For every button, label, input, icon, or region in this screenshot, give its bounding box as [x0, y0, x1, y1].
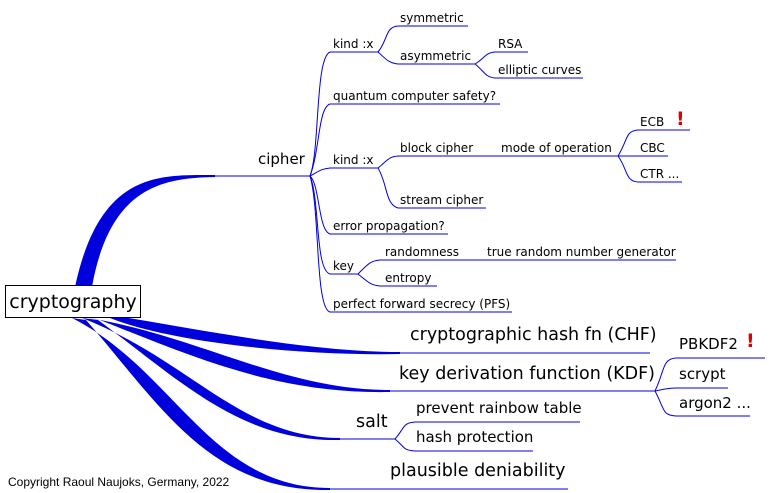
node-key: key — [333, 259, 355, 273]
node-mode-of-operation: mode of operation — [501, 141, 612, 155]
node-stream-cipher: stream cipher — [400, 193, 484, 207]
node-ecb: ECB — [640, 115, 665, 129]
node-scrypt: scrypt — [679, 365, 726, 383]
node-quantum: quantum computer safety? — [333, 89, 497, 103]
node-kdf: key derivation function (KDF) — [399, 364, 656, 384]
node-hash-protection: hash protection — [416, 428, 534, 446]
edge-chf — [90, 312, 400, 355]
node-pbkdf2: PBKDF2 — [679, 335, 738, 353]
node-plausible-deniability: plausible deniability — [390, 461, 566, 481]
edge-kdf — [78, 316, 390, 393]
node-pfs: perfect forward secrecy (PFS) — [333, 297, 511, 311]
node-entropy: entropy — [385, 271, 432, 285]
node-rsa: RSA — [498, 37, 523, 51]
node-kind-1: kind :x — [333, 37, 374, 51]
node-asymmetric: asymmetric — [400, 49, 472, 63]
node-error-propagation: error propagation? — [333, 219, 445, 233]
exclamation-icon: ! — [746, 330, 755, 352]
node-cbc: CBC — [640, 141, 665, 155]
node-salt: salt — [356, 412, 388, 432]
node-prevent-rainbow: prevent rainbow table — [416, 399, 582, 417]
node-symmetric: symmetric — [400, 11, 464, 25]
node-argon2: argon2 ... — [679, 394, 751, 412]
node-block-cipher: block cipher — [400, 141, 474, 155]
exclamation-icon: ! — [676, 108, 685, 130]
node-cipher: cipher — [258, 150, 305, 168]
edge-cipher — [75, 174, 215, 287]
node-elliptic-curves: elliptic curves — [498, 63, 582, 77]
copyright-text: Copyright Raoul Naujoks, Germany, 2022 — [8, 475, 230, 489]
node-trng: true random number generator — [487, 245, 676, 259]
node-randomness: randomness — [385, 245, 460, 259]
node-ctr: CTR ... — [640, 167, 680, 181]
node-chf: cryptographic hash fn (CHF) — [410, 325, 657, 345]
node-kind-2: kind :x — [333, 153, 374, 167]
edge-deniability — [72, 318, 330, 491]
root-node: cryptography — [5, 285, 141, 318]
